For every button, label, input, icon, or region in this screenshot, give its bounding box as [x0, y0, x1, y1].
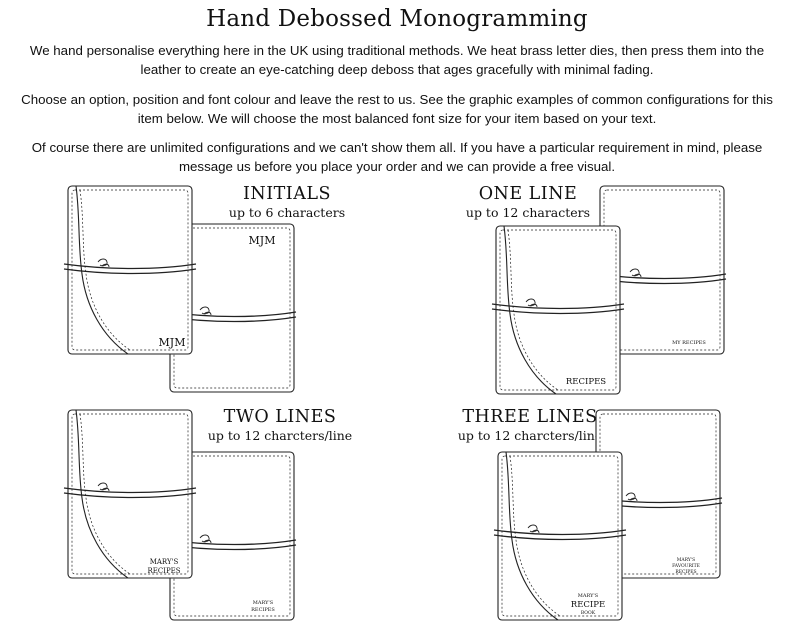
two-lines-back-monogram-2: RECIPES	[251, 607, 275, 613]
three-lines-back-monogram-2: FAVOURITE	[672, 563, 700, 569]
two-lines-front-monogram-1: MARY'S	[150, 558, 179, 566]
initials-front-book	[63, 185, 197, 355]
three-lines-front-monogram-2: RECIPE	[571, 600, 605, 610]
option-one-line-heading: ONE LINE	[478, 184, 578, 204]
two-lines-back-monogram-1: MARY'S	[253, 600, 274, 606]
option-initials-sub: up to 6 characters	[228, 205, 346, 220]
option-two-lines-sub: up to 12 charcters/line	[207, 428, 353, 443]
option-two-lines-label: TWO LINES up to 12 charcters/line	[205, 407, 355, 443]
option-initials-heading: INITIALS	[243, 184, 331, 204]
option-three-lines-sub: up to 12 charcters/line	[457, 428, 603, 443]
option-one-line-label: ONE LINE up to 12 characters	[458, 184, 598, 220]
one-line-back-monogram: MY RECIPES	[672, 340, 706, 346]
option-one-line-sub: up to 12 characters	[465, 205, 591, 220]
intro-paragraph-1: We hand personalise everything here in t…	[29, 43, 765, 77]
option-two-lines-heading: TWO LINES	[223, 407, 337, 427]
three-lines-front-book	[493, 451, 627, 621]
option-initials-label: INITIALS up to 6 characters	[222, 184, 352, 220]
three-lines-back-monogram-1: MARY'S	[677, 557, 695, 563]
one-line-front-monogram: RECIPES	[566, 377, 606, 387]
two-lines-front-monogram-2: RECIPES	[147, 567, 180, 575]
intro-paragraph-2: Choose an option, position and font colo…	[21, 92, 773, 126]
page-title: Hand Debossed Monogramming	[206, 6, 588, 32]
three-lines-back-monogram-3: RECIPES	[675, 569, 696, 575]
option-three-lines-heading: THREE LINES	[462, 407, 598, 427]
intro-paragraph-3: Of course there are unlimited configurat…	[31, 140, 763, 174]
initials-back-monogram: MJM	[249, 234, 276, 247]
initials-front-monogram: MJM	[159, 336, 186, 349]
option-three-lines-label: THREE LINES up to 12 charcters/line	[455, 407, 605, 443]
one-line-front-book	[491, 225, 625, 395]
three-lines-front-monogram-3: BOOK	[581, 610, 596, 616]
two-lines-front-book	[63, 409, 197, 579]
three-lines-front-monogram-1: MARY'S	[578, 593, 599, 599]
